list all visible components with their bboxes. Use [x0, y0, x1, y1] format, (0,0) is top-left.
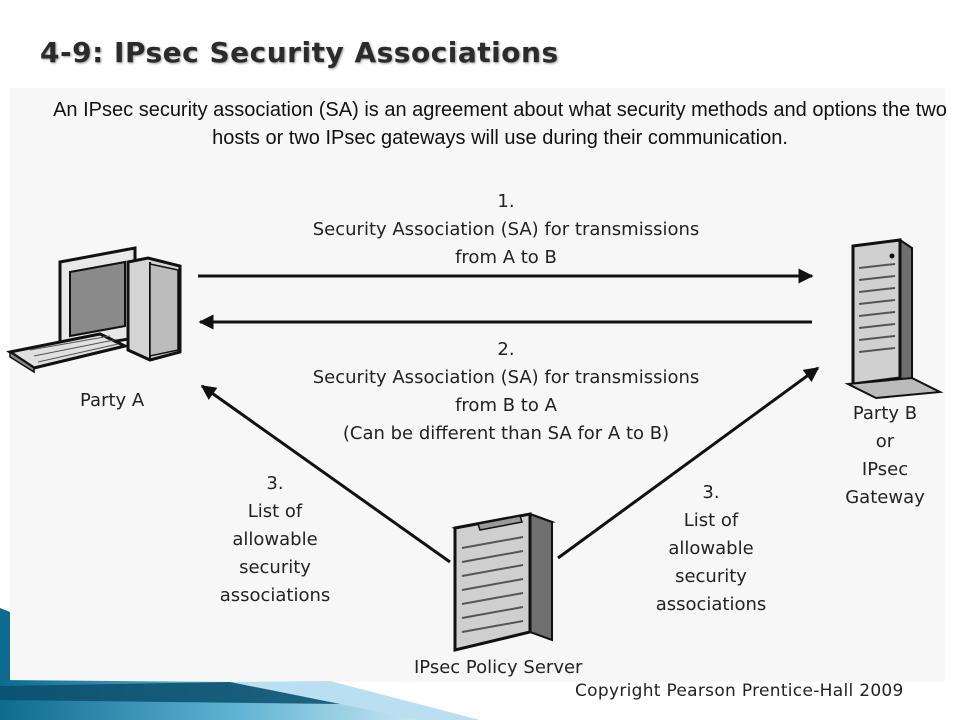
policy-server-icon: [451, 512, 556, 652]
edge-label-b-to-a: 2. Security Association (SA) for transmi…: [312, 339, 700, 444]
copyright-text: Copyright Pearson Prentice-Hall 2009: [575, 681, 904, 701]
arrow-server-to-a: [200, 384, 451, 564]
edge-label-a-to-b: 1. Security Association (SA) for transmi…: [312, 191, 700, 268]
slide-title: 4-9: IPsec Security Associations: [40, 36, 559, 69]
computer-icon: [6, 246, 182, 374]
intro-text: An IPsec security association (SA) is an…: [53, 99, 947, 149]
node-label-party-a: Party A: [80, 390, 145, 411]
arrow-server-to-b: [557, 366, 820, 560]
node-label-policy-server: IPsec Policy Server: [414, 657, 583, 678]
edge-label-server-to-b: 3. List of allowable security associatio…: [655, 482, 767, 615]
gateway-tower-icon: [844, 238, 944, 400]
node-label-party-b: Party B or IPsec Gateway: [845, 403, 925, 508]
edge-label-server-to-a: 3. List of allowable security associatio…: [219, 473, 331, 606]
